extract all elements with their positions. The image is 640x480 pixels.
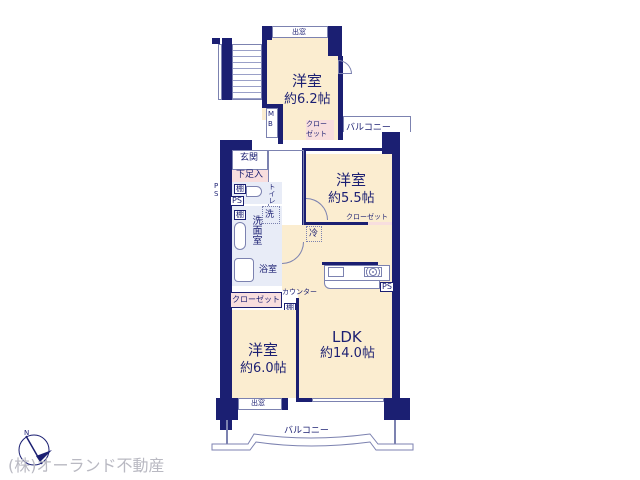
wall xyxy=(382,132,400,154)
bay-window-top-label: 出窓 xyxy=(292,28,306,36)
washer-label: 洗 xyxy=(265,210,275,220)
western-room-south-floor xyxy=(232,310,296,398)
wall xyxy=(212,38,220,44)
mb-label-m: M xyxy=(268,110,275,118)
staircase xyxy=(232,44,262,100)
shoe-storage-label: 下足入 xyxy=(236,170,264,180)
closet-small-label-1: クロー xyxy=(306,120,327,128)
compass-north-label: N xyxy=(24,429,30,437)
western-room-middle-name: 洋室 xyxy=(336,171,367,189)
sliding-window xyxy=(312,398,384,402)
kitchen-sink-icon xyxy=(328,267,344,277)
toilet-label: トイレ xyxy=(268,183,276,204)
ldk-floor xyxy=(298,288,392,398)
ps-outer-s: S xyxy=(214,190,219,198)
washroom-label: 洗面室 xyxy=(250,215,261,245)
counter-label: カウンター xyxy=(282,288,317,296)
wall xyxy=(392,150,400,400)
wall xyxy=(216,398,238,420)
closet-south-label: クローゼット xyxy=(232,295,280,304)
door-swing xyxy=(338,60,352,74)
bay-window-bottom xyxy=(238,398,282,410)
shelf-label-1: 棚 xyxy=(234,184,246,194)
wall xyxy=(222,38,232,100)
fridge-label: 冷 xyxy=(309,229,319,239)
washer-space xyxy=(262,206,280,224)
washbasin-icon xyxy=(234,222,246,250)
wall xyxy=(296,298,299,402)
wall xyxy=(322,262,378,265)
meter-box xyxy=(266,108,278,138)
ps-kitchen-label: PS xyxy=(380,282,394,292)
balcony-top xyxy=(343,116,411,132)
closet-south xyxy=(230,292,282,308)
shoe-storage xyxy=(232,170,268,182)
western-room-south-name: 洋室 xyxy=(248,341,279,359)
mb-label-b: B xyxy=(268,120,273,128)
western-room-south-area: 約6.0帖 xyxy=(240,361,287,376)
wall xyxy=(232,140,252,150)
wall xyxy=(262,104,282,108)
shelf-label-2: 棚 xyxy=(234,210,246,220)
bay-window-bottom-label: 出窓 xyxy=(251,399,265,407)
bay-window-top xyxy=(272,26,328,38)
balcony-top-label: バルコニー xyxy=(346,123,391,133)
closet-small xyxy=(306,120,334,140)
compass-north-icon xyxy=(18,434,52,466)
wall xyxy=(278,104,283,144)
wall xyxy=(282,398,288,410)
wall xyxy=(306,148,386,151)
closet-middle-label: クローゼット xyxy=(346,213,388,221)
toilet-bowl-icon xyxy=(246,186,262,197)
closet-small-label-2: ゼット xyxy=(306,130,327,138)
wall xyxy=(262,38,267,108)
ps-toilet-label: PS xyxy=(230,196,244,206)
stove-icon xyxy=(364,267,382,277)
bathroom-label: 浴室 xyxy=(259,265,278,275)
bathtub-icon xyxy=(234,258,254,282)
western-room-middle-area: 約5.5帖 xyxy=(328,191,375,206)
wall xyxy=(384,398,410,420)
wall xyxy=(298,398,312,402)
western-room-north-name: 洋室 xyxy=(292,72,323,90)
ldk-name: LDK xyxy=(332,328,362,346)
fridge-space xyxy=(306,226,322,242)
wall xyxy=(306,222,368,225)
entrance-label: 玄関 xyxy=(240,153,259,163)
balcony-bottom-outline xyxy=(211,433,414,451)
watermark-logo: (株)オーランド不動産 xyxy=(8,456,165,475)
stair-railing xyxy=(218,44,222,100)
entrance-area xyxy=(232,150,268,170)
wall xyxy=(262,26,272,40)
ldk-area: 約14.0帖 xyxy=(320,346,375,361)
balcony-bottom-label: バルコニー xyxy=(284,426,329,436)
wall xyxy=(328,26,342,56)
kitchen-back-counter xyxy=(324,281,380,289)
wall xyxy=(302,148,306,248)
wall xyxy=(338,56,343,140)
wall xyxy=(220,140,232,430)
western-room-north-area: 約6.2帖 xyxy=(284,92,331,107)
ps-outer-p: P xyxy=(214,182,219,190)
